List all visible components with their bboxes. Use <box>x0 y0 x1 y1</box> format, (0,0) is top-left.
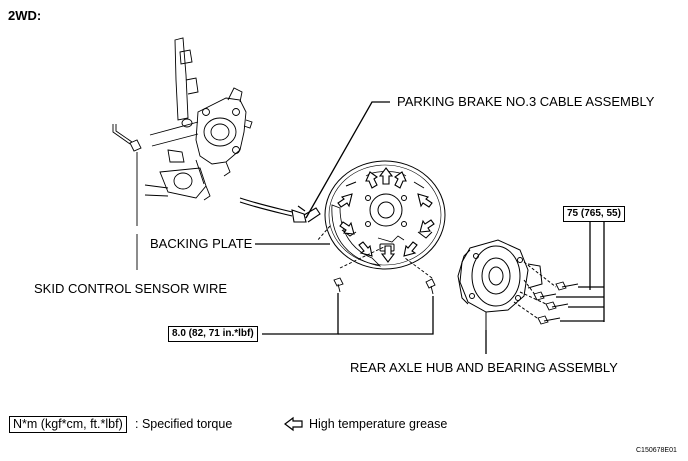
hollow-arrow-icon <box>284 416 303 432</box>
figure-code: C150678E01 <box>636 447 677 454</box>
backing-plate-bolts <box>333 245 436 295</box>
suspension-knuckle-drawing <box>144 37 253 201</box>
hub-bolts <box>533 281 579 325</box>
plate-bolt-torque-box: 8.0 (82, 71 in.*lbf) <box>168 326 258 342</box>
hub-bolt-torque-box: 75 (765, 55) <box>563 206 625 222</box>
parking-brake-cable-label: PARKING BRAKE NO.3 CABLE ASSEMBLY <box>397 94 655 109</box>
rear-axle-hub-label: REAR AXLE HUB AND BEARING ASSEMBLY <box>350 360 618 375</box>
skid-control-wire-label: SKID CONTROL SENSOR WIRE <box>34 281 228 296</box>
grease-arrow-icons <box>337 167 435 263</box>
legend-torque-unit-box: N*m (kgf*cm, ft.*lbf) <box>9 416 127 434</box>
rear-axle-hub-drawing <box>457 239 557 330</box>
skid-sensor-wire-drawing <box>112 124 142 270</box>
parking-brake-cable-drawing <box>239 197 321 223</box>
legend-grease-desc: High temperature grease <box>309 417 448 431</box>
backing-plate-label: BACKING PLATE <box>150 236 253 251</box>
leader-lines <box>255 101 605 354</box>
backing-plate-drawing <box>316 160 446 270</box>
page-title: 2WD: <box>8 8 42 23</box>
legend-torque-desc: : Specified torque <box>135 417 233 431</box>
